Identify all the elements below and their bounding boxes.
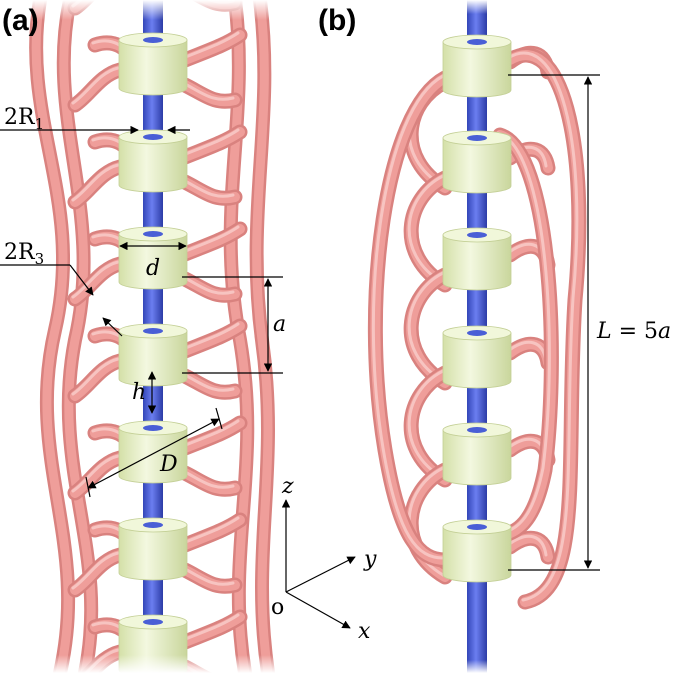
panel-b-cylinder-4 (442, 422, 512, 486)
panel-b-label: (b) (318, 4, 356, 37)
panel-b-cylinder-1 (442, 130, 512, 194)
panel-a-cylinder-5 (118, 517, 188, 581)
axis-label-z: z (281, 474, 294, 499)
arm-right-up-2-highlight (181, 225, 240, 254)
arm-left-1-highlight (71, 163, 120, 202)
arm-left-5 (70, 550, 125, 595)
arm-right-down-0-highlight (181, 81, 235, 101)
arm-right-up-0-highlight (181, 31, 240, 60)
arm-right-up-6-highlight (181, 613, 240, 642)
arm-right-down-5-highlight (181, 566, 235, 586)
label-D: D (159, 452, 178, 477)
arm-left-3 (70, 356, 125, 401)
loop-b-outer-left-highlight (371, 74, 445, 560)
arm-right-up-5-highlight (181, 516, 240, 545)
arm-left-2 (70, 259, 125, 304)
arm-left-0-highlight (71, 66, 120, 105)
arm-right-down-2-highlight (181, 275, 235, 295)
label-2r1: 2R1 (4, 105, 44, 133)
loop-b-left-1-highlight (407, 174, 445, 285)
arm-left-0 (70, 65, 125, 110)
panel-b-cylinder-2 (442, 227, 512, 291)
panel-a-cylinder-1 (118, 129, 188, 193)
label-h: h (132, 380, 146, 405)
loop-b-left-3-highlight (407, 369, 445, 480)
label-2r3: 2R3 (4, 240, 44, 268)
label-a: a (273, 312, 286, 337)
panel-b-cylinder-5 (442, 519, 512, 583)
loop-b-left-2-highlight (407, 271, 445, 383)
arm-right-up-1 (180, 127, 245, 162)
arm-left-5-highlight (71, 551, 120, 590)
panel-b (367, 0, 600, 673)
r3-arrow-1 (69, 264, 94, 296)
arm-right-up-2 (180, 224, 245, 259)
panel-b-cylinder-0 (442, 34, 512, 98)
arm-right-up-6 (180, 612, 245, 647)
panel-a-cylinder-0 (118, 32, 188, 96)
y-axis (285, 556, 356, 593)
panel-b-cylinders (442, 34, 512, 583)
label-d: d (146, 256, 160, 281)
r3-arrow-2 (102, 317, 123, 337)
arm-left-2-highlight (71, 260, 120, 299)
loop-b-inner-right-highlight (496, 131, 551, 535)
D-dimension-line (87, 418, 220, 489)
panel-b-cylinder-3 (442, 325, 512, 389)
arm-right-up-0 (180, 30, 245, 65)
panel-a (0, 0, 300, 673)
x-axis (285, 591, 351, 629)
arm-right-down-1-highlight (181, 178, 235, 198)
label-L-equation: L = 5a (596, 319, 671, 344)
axis-label-x: x (358, 619, 371, 644)
panel-b-annotations (508, 74, 600, 571)
panel-a-cylinder-3 (118, 323, 188, 387)
arm-right-down-3-highlight (181, 372, 235, 392)
arm-left-3-highlight (71, 357, 120, 396)
loop-b-outer-right-highlight (506, 51, 579, 602)
arm-right-up-3-highlight (181, 322, 240, 351)
arm-right-up-3 (180, 321, 245, 356)
panel-a-label: (a) (2, 4, 39, 37)
arm-right-up-5 (180, 515, 245, 550)
arm-right-up-1-highlight (181, 128, 240, 157)
arm-left-1 (70, 162, 125, 207)
panel-a-annotations (0, 125, 356, 629)
axis-label-y: y (363, 547, 377, 572)
arm-b-right-5-highlight (506, 534, 548, 557)
axis-origin-label: o (271, 595, 284, 620)
panel-b-helix-loops (367, 45, 587, 610)
